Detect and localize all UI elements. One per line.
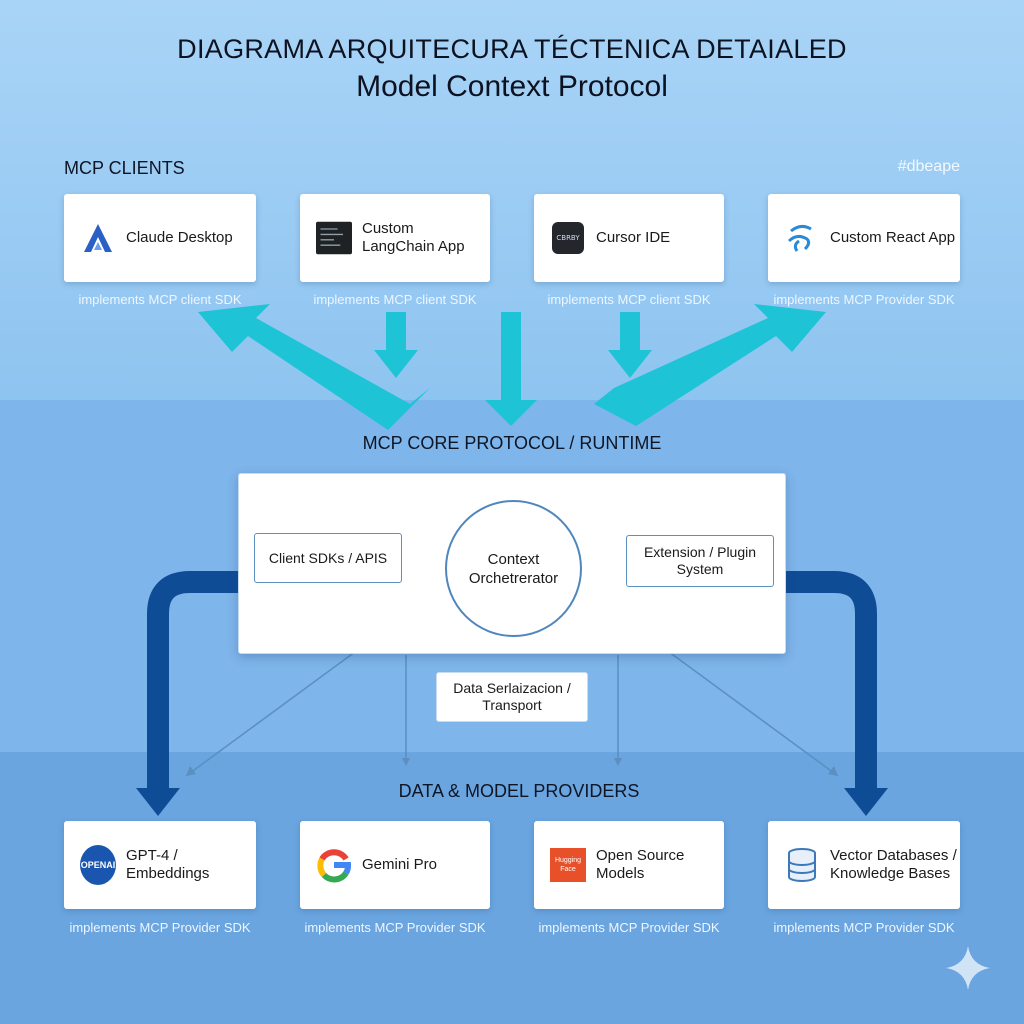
arrow-to-react	[594, 304, 826, 426]
openai-icon-text: OPENAI	[80, 845, 116, 885]
arrow-center-down	[485, 312, 537, 426]
client-sdk-note: implements MCP Provider SDK	[773, 292, 955, 307]
client-sdk-note: implements MCP client SDK	[78, 292, 242, 307]
client-card-claude[interactable]: Claude Desktop	[64, 194, 256, 282]
provider-card-gemini[interactable]: Gemini Pro	[300, 821, 490, 909]
google-g-icon	[316, 847, 352, 883]
extension-plugin-box[interactable]: Extension / Plugin System	[626, 535, 774, 587]
arrow-to-claude	[198, 304, 430, 430]
client-card-langchain[interactable]: Custom LangChain App	[300, 194, 490, 282]
diagram-subtitle: Model Context Protocol	[356, 70, 668, 103]
navy-arrowhead-right	[844, 788, 888, 816]
provider-label: Vector Databases / Knowledge Bases	[830, 847, 957, 882]
diagram-title: DIAGRAMA ARQUITECURA TÉCTENICA DETAIALED	[177, 34, 847, 64]
context-orchestrator-node[interactable]: Context Orchetrerator	[445, 500, 582, 637]
client-card-react[interactable]: Custom React App	[768, 194, 960, 282]
client-sdk-note: implements MCP client SDK	[547, 292, 711, 307]
openai-logo-icon: OPENAI	[80, 845, 116, 885]
section-core-label: MCP CORE PROTOCOL / RUNTIME	[362, 433, 662, 453]
client-sdk-note: implements MCP client SDK	[313, 292, 477, 307]
section-clients-label: MCP CLIENTS	[64, 158, 185, 178]
client-label: Cursor IDE	[596, 229, 671, 246]
provider-sdk-note: implements MCP Provider SDK	[538, 920, 720, 935]
provider-card-openai[interactable]: OPENAI GPT-4 / Embeddings	[64, 821, 256, 909]
serialization-transport-box[interactable]: Data Serlaizacion / Transport	[436, 672, 588, 722]
provider-sdk-note: implements MCP Provider SDK	[304, 920, 486, 935]
hugging-face-icon: Hugging Face	[550, 847, 586, 883]
navy-arrows	[147, 571, 877, 790]
cursor-logo-icon: CBRBY	[550, 220, 586, 256]
provider-sdk-note: implements MCP Provider SDK	[773, 920, 955, 935]
client-label: Custom React App	[830, 229, 956, 246]
cursor-icon-text: CBRBY	[552, 222, 584, 254]
navy-arrowhead-left	[136, 788, 180, 816]
provider-label: GPT-4 / Embeddings	[126, 847, 210, 882]
database-icon	[784, 847, 820, 883]
provider-card-opensource[interactable]: Hugging Face Open Source Models	[534, 821, 724, 909]
navy-arrow-left	[147, 571, 240, 790]
provider-label: Gemini Pro	[362, 856, 438, 873]
arrow-from-cursor	[608, 312, 652, 378]
react-logo-icon	[784, 220, 820, 256]
arrow-from-langchain	[374, 312, 418, 378]
teal-arrows	[198, 304, 826, 430]
provider-card-vector[interactable]: Vector Databases / Knowledge Bases	[768, 821, 960, 909]
claude-logo-icon	[80, 220, 116, 256]
tag-label: #dbeape	[897, 158, 960, 175]
section-providers-label: DATA & MODEL PROVIDERS	[398, 781, 640, 801]
sparkle-icon	[946, 946, 990, 990]
provider-label: Open Source Models	[596, 847, 685, 882]
client-label: Custom LangChain App	[362, 220, 465, 255]
client-sdks-box[interactable]: Client SDKs / APIS	[254, 533, 402, 583]
terminal-icon	[316, 220, 352, 256]
provider-sdk-note: implements MCP Provider SDK	[69, 920, 251, 935]
client-label: Claude Desktop	[126, 229, 233, 246]
client-card-cursor[interactable]: CBRBY Cursor IDE	[534, 194, 724, 282]
navy-arrow-right	[784, 571, 877, 790]
hugging-face-icon-text: Hugging Face	[550, 848, 586, 882]
